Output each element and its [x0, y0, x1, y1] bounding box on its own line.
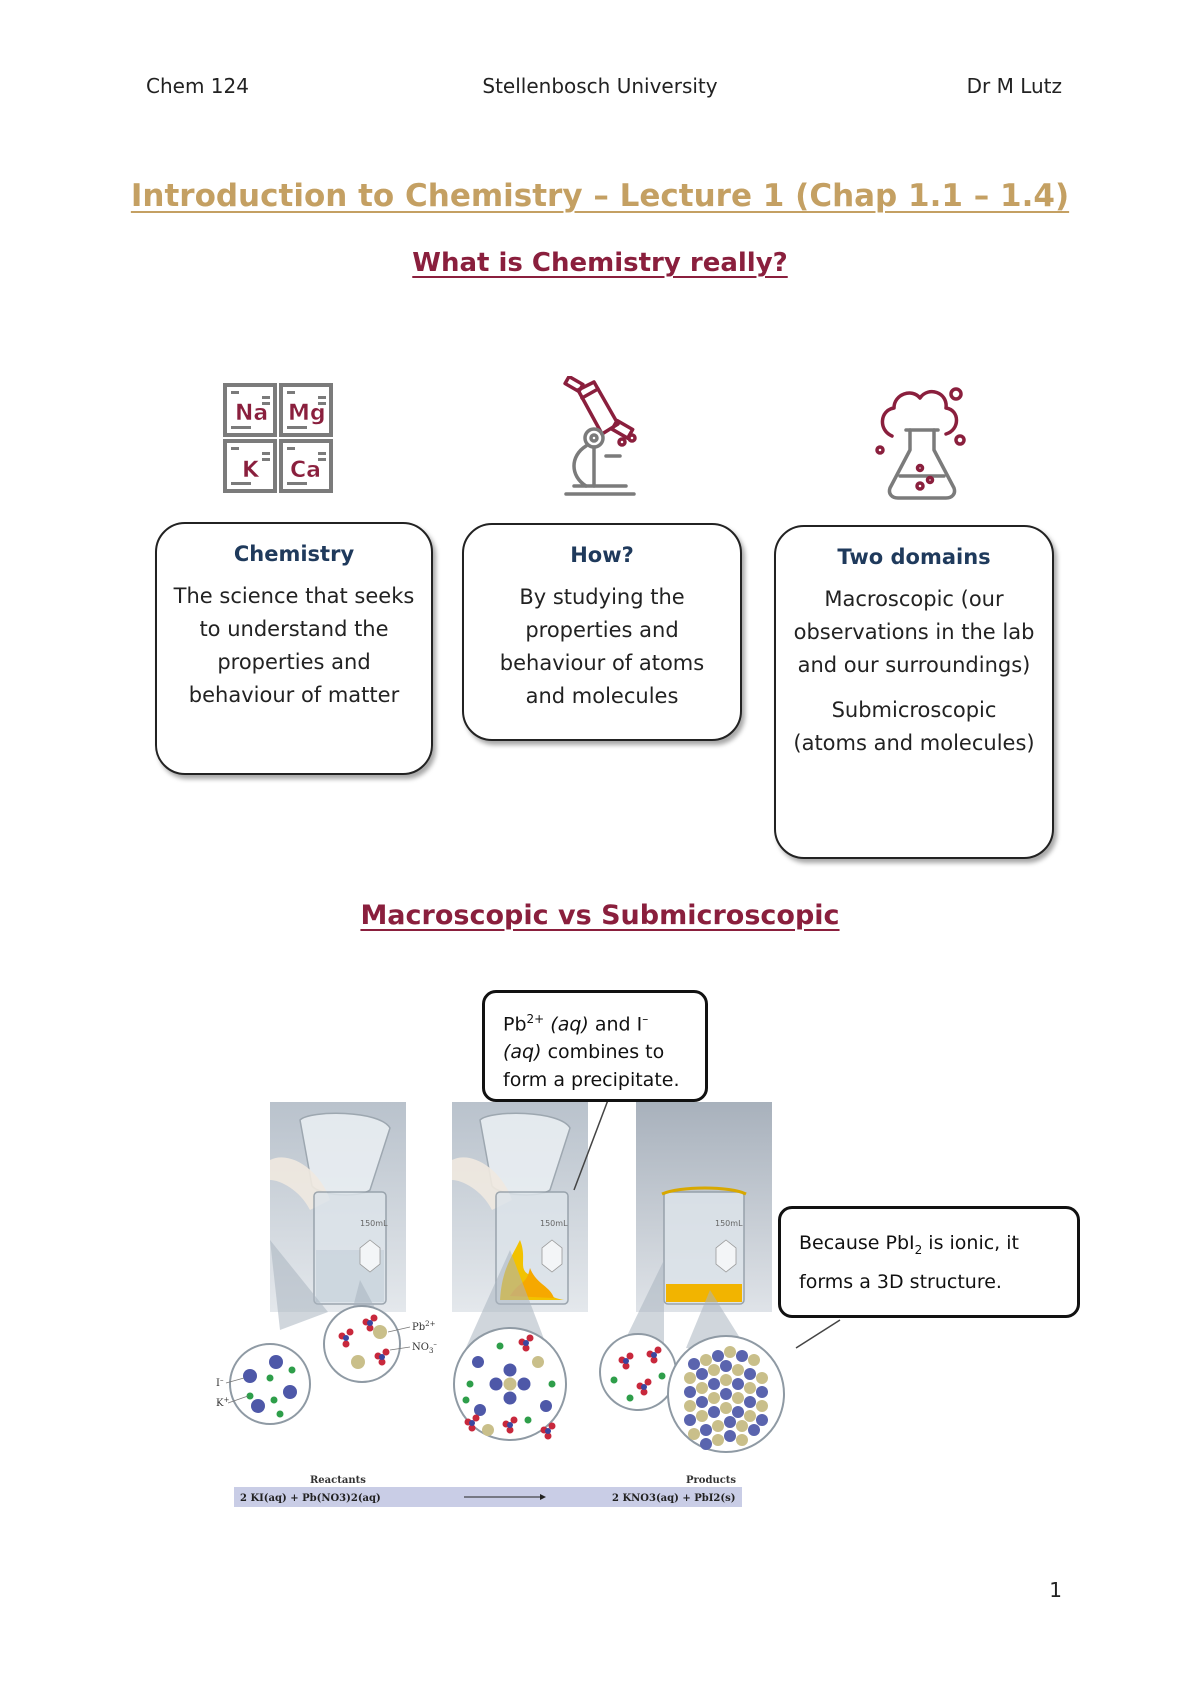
header-institution: Stellenbosch University — [482, 74, 718, 98]
page-number: 1 — [1049, 1578, 1062, 1602]
card-how-heading: How? — [570, 543, 634, 567]
element-na: Na — [235, 401, 268, 426]
label-potassium: K+ — [216, 1396, 229, 1409]
beaker-1: 150mL — [270, 1112, 391, 1305]
flask-icon — [875, 387, 966, 500]
periodic-table-icon: Na Mg K Ca — [223, 383, 333, 493]
card-two-domains: Two domains Macroscopic (our observation… — [774, 525, 1054, 859]
card-chemistry: Chemistry The science that seeks to unde… — [155, 522, 433, 775]
callout-connectors — [573, 1099, 841, 1349]
particle-circle-lead-iodide-lattice — [667, 1335, 785, 1453]
products-equation: 2 KNO3(aq) + PbI2(s) — [612, 1493, 735, 1504]
card-chemistry-heading: Chemistry — [233, 542, 355, 566]
svg-text:150mL: 150mL — [360, 1219, 388, 1228]
products-label: Products — [686, 1475, 736, 1486]
header-course: Chem 124 — [146, 74, 249, 98]
element-k: K — [242, 458, 260, 483]
reactants-label: Reactants — [310, 1475, 366, 1486]
element-ca: Ca — [290, 458, 321, 483]
particle-circle-lead-nitrate — [323, 1305, 401, 1383]
svg-text:150mL: 150mL — [715, 1219, 743, 1228]
callout-ionic-structure: Because PbI2 is ionic, it forms a 3D str… — [778, 1206, 1080, 1318]
reaction-equation-bar: Reactants Products 2 KI(aq) + Pb(NO3)2(a… — [234, 1475, 742, 1507]
callout-precipitate: Pb2+ (aq) and I– (aq) combines to form a… — [482, 990, 708, 1102]
microscope-icon — [563, 376, 637, 496]
label-lead-ion: Pb2+ — [412, 1320, 436, 1333]
svg-text:150mL: 150mL — [540, 1219, 568, 1228]
reactants-equation: 2 KI(aq) + Pb(NO3)2(aq) — [240, 1493, 381, 1504]
section-heading-what-is-chemistry: What is Chemistry really? — [412, 248, 788, 278]
section-heading-macro-vs-submicro: Macroscopic vs Submicroscopic — [360, 900, 840, 931]
precipitation-figure: 150mL 150mL 150mL — [216, 1102, 785, 1507]
card-two-domains-heading: Two domains — [837, 545, 991, 569]
particle-circle-mixing — [453, 1327, 567, 1441]
card-two-domains-submicroscopic: Submicroscopic (atoms and molecules) — [793, 698, 1035, 755]
card-two-domains-macroscopic: Macroscopic (our observations in the lab… — [793, 587, 1035, 677]
card-how: How? By studying the properties and beha… — [462, 523, 742, 741]
label-nitrate-ion: NO3– — [412, 1340, 437, 1355]
label-iodide: I– — [216, 1376, 224, 1389]
header-author: Dr M Lutz — [966, 74, 1062, 98]
card-chemistry-body: The science that seeks to understand the… — [173, 584, 415, 707]
particle-circle-ki — [229, 1343, 311, 1425]
page-title: Introduction to Chemistry – Lecture 1 (C… — [130, 178, 1070, 214]
beaker-3: 150mL — [661, 1186, 747, 1305]
card-how-body: By studying the properties and behaviour… — [499, 585, 705, 708]
